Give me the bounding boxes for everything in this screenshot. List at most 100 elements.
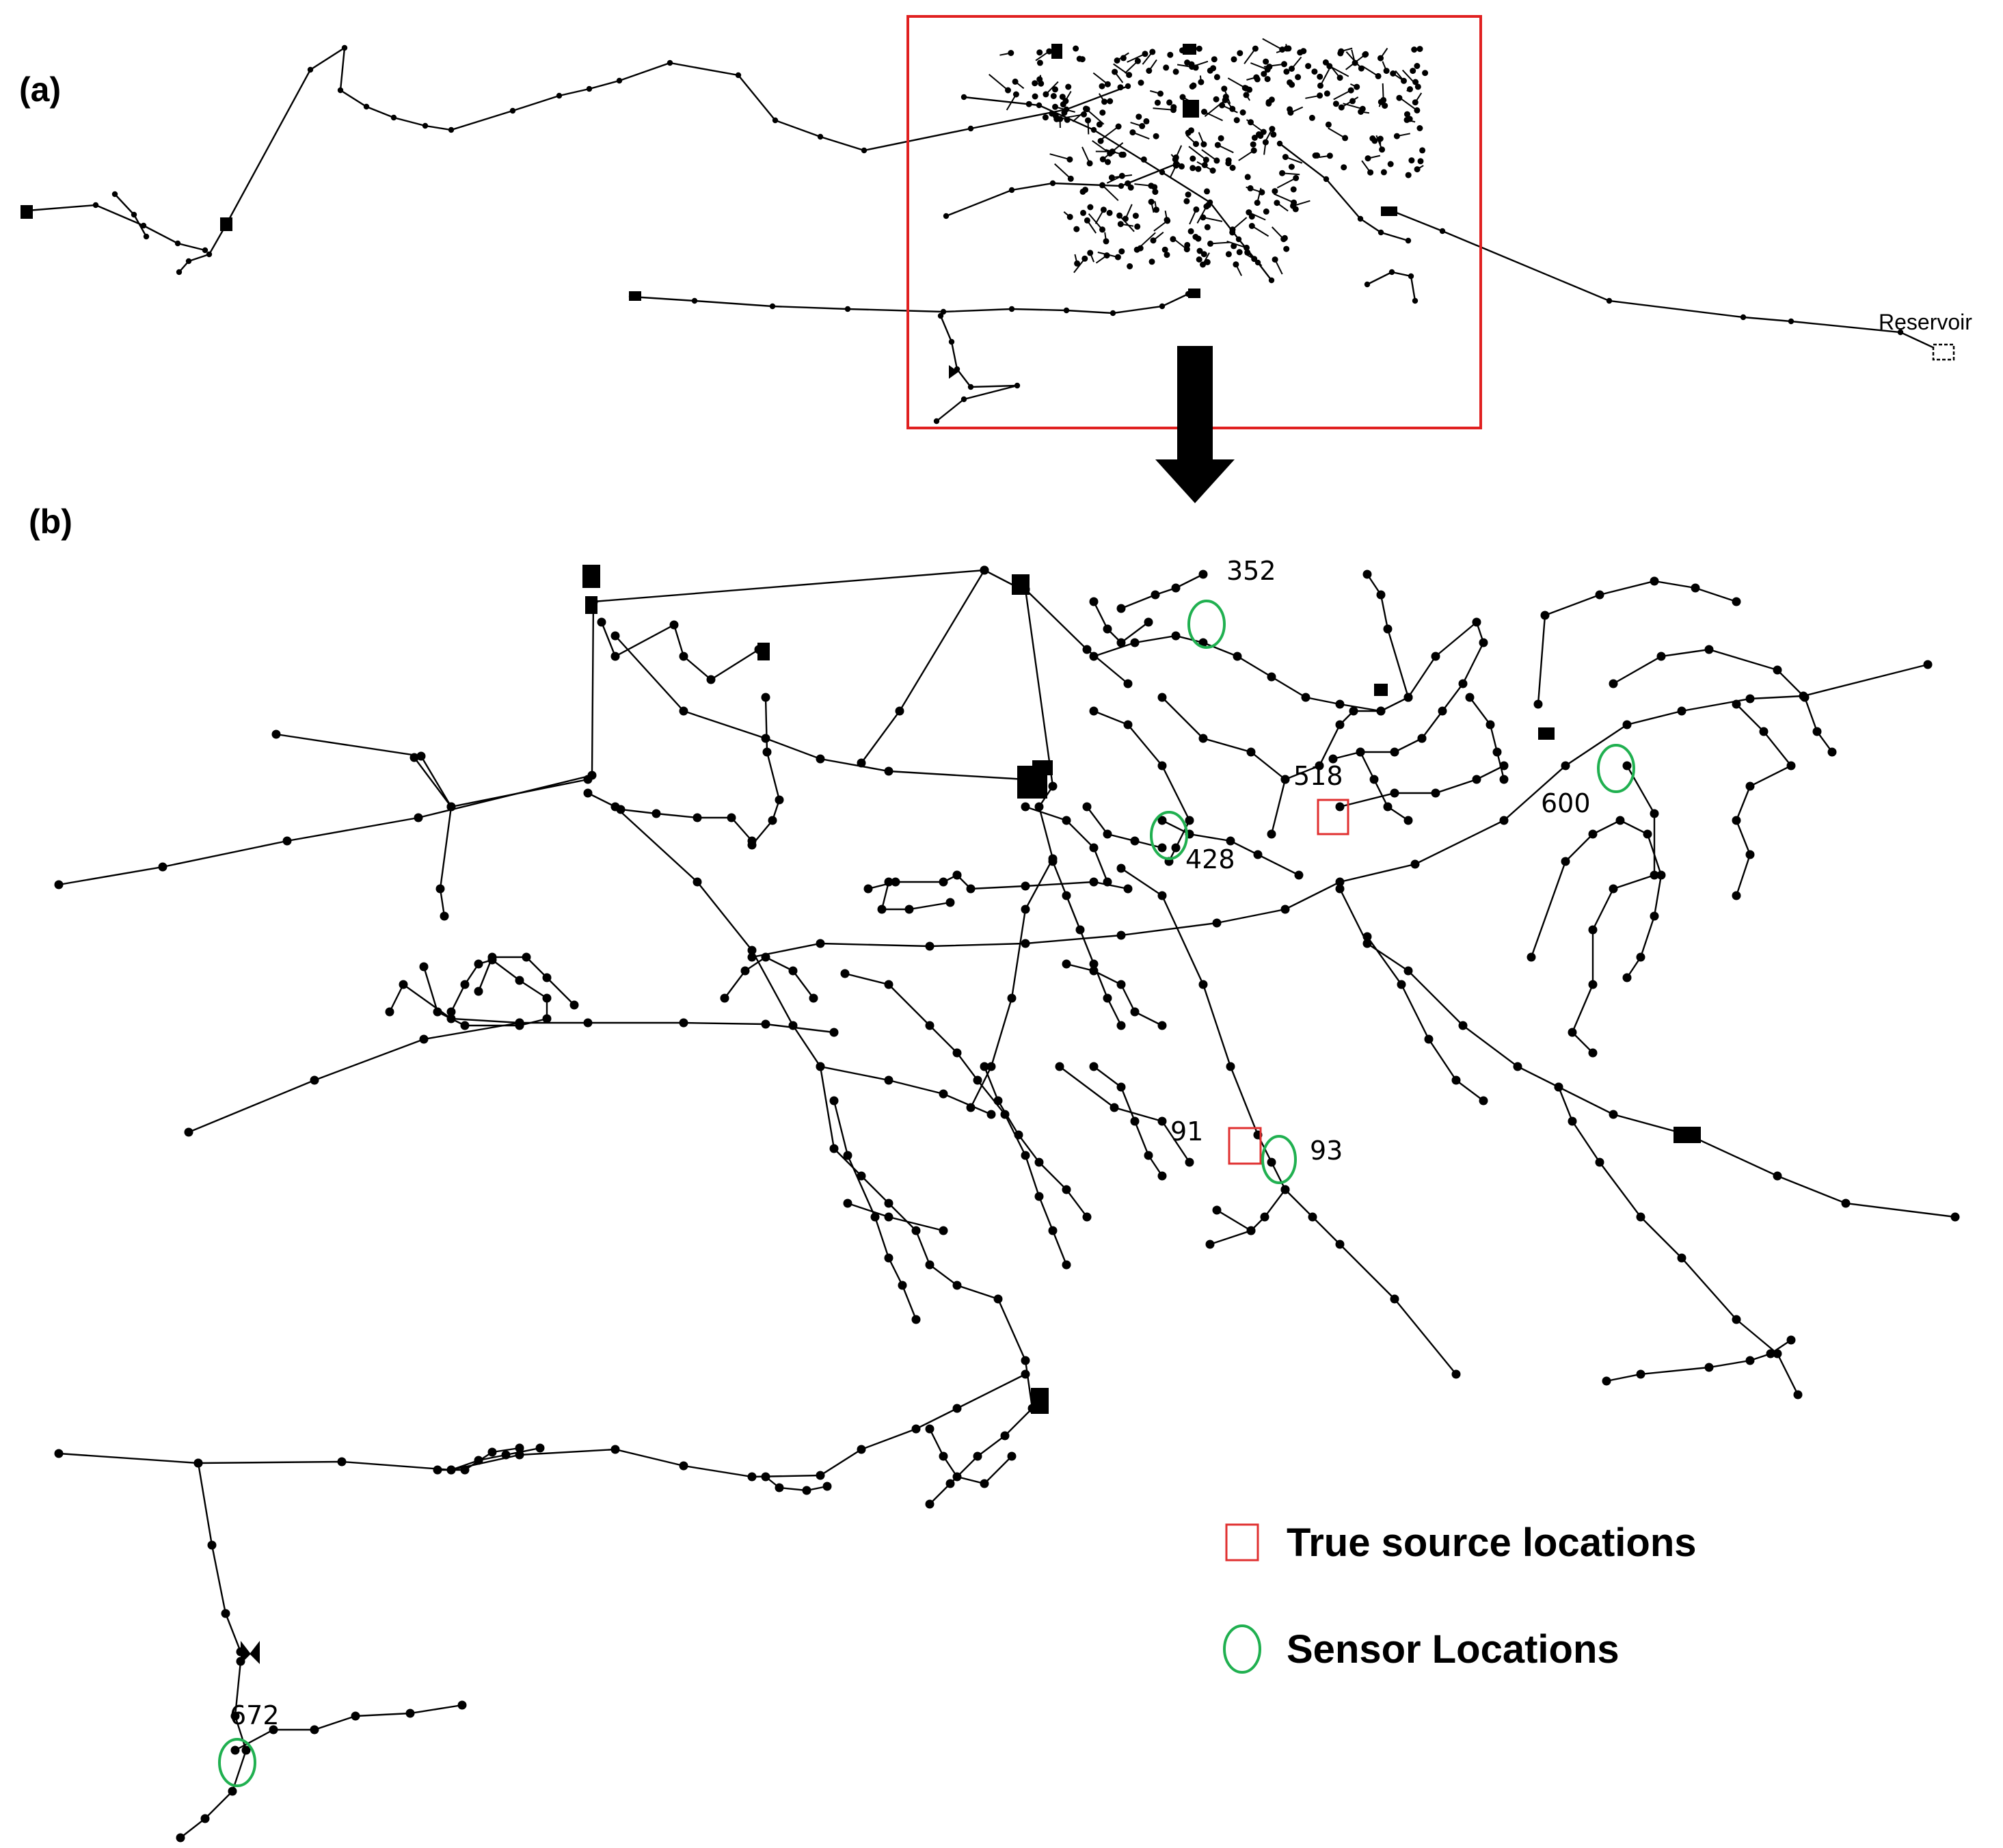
cluster-node: [1213, 96, 1220, 103]
junction-node: [948, 338, 955, 345]
junction-node: [556, 92, 563, 99]
junction-node: [1034, 1192, 1044, 1201]
node-label-518: 518: [1293, 761, 1343, 791]
cluster-pipe: [1305, 94, 1320, 99]
cluster-node: [1268, 96, 1275, 103]
cluster-node: [1087, 204, 1094, 211]
reservoir-label: Reservoir: [1879, 310, 1972, 334]
cluster-node: [1264, 76, 1271, 83]
pipe: [58, 1373, 1026, 1478]
junction-node: [1499, 775, 1509, 784]
cluster-pipe: [1210, 241, 1231, 245]
cluster-pipe: [1189, 209, 1197, 225]
junction-node: [399, 980, 408, 989]
cluster-pipe: [1192, 60, 1209, 68]
pipe: [1613, 648, 1833, 753]
junction-node: [940, 308, 947, 315]
cluster-node: [1288, 163, 1295, 170]
junction-node: [1412, 297, 1419, 304]
junction-node: [884, 1253, 893, 1263]
cluster-node: [1065, 83, 1072, 90]
junction-node: [1527, 952, 1536, 962]
junction-node: [966, 1103, 976, 1112]
junction-node: [1021, 1369, 1030, 1379]
junction-node: [1212, 918, 1222, 928]
junction-node: [952, 870, 962, 880]
junction-node: [583, 1018, 593, 1028]
junction-node: [448, 126, 455, 133]
cluster-node: [1416, 46, 1423, 53]
cluster-pipe: [1244, 48, 1256, 64]
junction-node: [1362, 570, 1372, 579]
junction-node: [843, 1198, 852, 1208]
junction-node: [966, 884, 976, 894]
cluster-node: [1231, 56, 1237, 63]
junction-node: [952, 1404, 962, 1413]
pipe: [593, 569, 1022, 603]
junction-node: [1588, 829, 1598, 839]
junction-node: [1171, 583, 1181, 593]
junction-node: [1116, 604, 1126, 613]
junction-node: [1328, 754, 1338, 764]
junction-node: [788, 966, 798, 976]
junction-node: [1595, 590, 1604, 600]
cluster-node: [1204, 188, 1210, 195]
junction-node: [960, 94, 967, 101]
cluster-pipe: [1055, 106, 1075, 113]
cluster-pipe: [1217, 144, 1234, 154]
junction-node: [1540, 611, 1550, 620]
cluster-pipe: [1092, 139, 1111, 155]
cluster-pipe: [1343, 103, 1363, 110]
panel-a-tank-icons: [21, 44, 1397, 379]
junction-node: [1118, 183, 1125, 189]
junction-node: [1786, 761, 1796, 771]
junction-node: [1335, 720, 1345, 729]
cluster-node: [1332, 101, 1339, 107]
cluster-node: [1311, 68, 1318, 75]
cluster-node: [1417, 158, 1424, 165]
cluster-node: [1396, 94, 1403, 101]
cluster-pipe: [1114, 71, 1124, 83]
junction-node: [1110, 310, 1116, 317]
junction-node: [802, 1486, 811, 1495]
cluster-pipe: [1199, 75, 1202, 83]
junction-node: [1636, 1369, 1645, 1379]
junction-node: [706, 675, 716, 684]
cluster-pipe: [1276, 177, 1297, 189]
junction-node: [1588, 1048, 1598, 1058]
pipe: [1120, 573, 1204, 610]
junction-node: [515, 976, 524, 985]
pipe: [1093, 1066, 1163, 1177]
cluster-pipe: [1378, 101, 1382, 107]
sensor-marker-428: [1150, 811, 1188, 860]
pipe: [1093, 710, 1191, 862]
junction-node: [1897, 329, 1904, 336]
cluster-node: [1185, 191, 1192, 198]
junction-node: [1130, 836, 1140, 846]
junction-node: [1226, 1062, 1235, 1071]
cluster-node: [1059, 94, 1066, 101]
junction-node: [939, 877, 948, 887]
cluster-node: [1204, 224, 1211, 230]
junction-node: [1335, 884, 1345, 894]
pipe: [1086, 806, 1163, 849]
junction-node: [840, 969, 850, 978]
cluster-node: [1154, 99, 1161, 106]
junction-node: [973, 1075, 982, 1085]
junction-node: [1335, 877, 1345, 887]
cluster-node: [1192, 234, 1199, 240]
legend-sensor-swatch: [1223, 1624, 1261, 1674]
cluster-node: [1283, 245, 1290, 252]
junction-node: [1732, 597, 1741, 606]
cluster-pipe: [1246, 94, 1251, 101]
junction-node: [1643, 829, 1652, 839]
cluster-pipe: [1127, 53, 1146, 63]
junction-node: [884, 766, 893, 776]
junction-node: [857, 758, 866, 768]
cluster-node: [1106, 209, 1113, 216]
junction-node: [925, 1021, 935, 1030]
pipe: [1066, 963, 1163, 1027]
cluster-node: [1236, 249, 1243, 256]
pipe: [936, 315, 1018, 422]
junction-node: [669, 620, 679, 630]
